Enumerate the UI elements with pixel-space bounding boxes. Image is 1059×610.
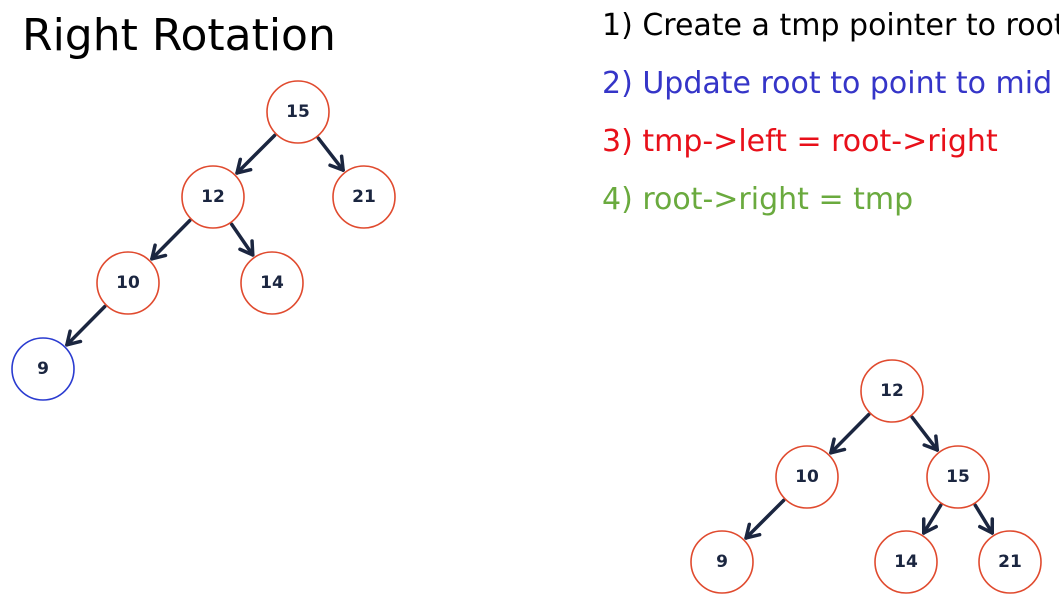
step-1-text: 1) Create a tmp pointer to root — [602, 8, 1059, 43]
node-circle — [266, 80, 330, 144]
arrowhead — [829, 437, 847, 455]
tree-node-a15: 15 — [926, 445, 990, 509]
node-label: 9 — [716, 552, 728, 572]
node-label: 15 — [946, 467, 970, 487]
nodes-layer: 15 12 21 10 14 9 12 10 15 9 14 21 — [11, 80, 1042, 594]
node-label: 14 — [894, 552, 918, 572]
node-label: 14 — [260, 273, 284, 293]
edge-b12-b14 — [229, 222, 255, 257]
node-label: 10 — [116, 273, 140, 293]
tree-node-b21: 21 — [332, 165, 396, 229]
node-circle — [96, 251, 160, 315]
edge-b15-b12 — [235, 133, 277, 175]
edge-line — [829, 412, 871, 455]
node-label: 12 — [880, 381, 904, 401]
edge-line — [921, 503, 943, 535]
arrowhead — [65, 329, 83, 347]
node-circle — [181, 165, 245, 229]
arrowhead — [238, 239, 255, 257]
node-circle — [240, 251, 304, 315]
node-circle — [978, 530, 1042, 594]
node-label: 21 — [998, 552, 1022, 572]
node-circle — [775, 445, 839, 509]
node-circle — [874, 530, 938, 594]
edge-line — [744, 498, 786, 540]
tree-node-a21: 21 — [978, 530, 1042, 594]
tree-node-a10: 10 — [775, 445, 839, 509]
node-circle — [11, 337, 75, 401]
node-label: 12 — [201, 187, 225, 207]
node-circle — [332, 165, 396, 229]
node-circle — [860, 359, 924, 423]
arrowhead — [922, 434, 940, 452]
tree-node-b10: 10 — [96, 251, 160, 315]
tree-node-a14: 14 — [874, 530, 938, 594]
tree-node-b9: 9 — [11, 337, 75, 401]
step-4-text: 4) root->right = tmp — [602, 182, 914, 217]
edge-a12-a10 — [829, 412, 871, 455]
arrowhead — [744, 522, 762, 540]
tree-node-b14: 14 — [240, 251, 304, 315]
arrowhead — [328, 154, 345, 172]
edge-line — [150, 218, 192, 261]
edge-line — [910, 415, 940, 452]
edge-a10-a9 — [744, 498, 786, 540]
node-label: 15 — [286, 102, 310, 122]
edge-line — [65, 304, 107, 347]
edges-layer — [65, 133, 995, 540]
node-circle — [926, 445, 990, 509]
edge-b10-b9 — [65, 304, 107, 347]
node-label: 10 — [795, 467, 819, 487]
edge-line — [973, 503, 995, 535]
tree-node-a9: 9 — [690, 530, 754, 594]
edge-line — [316, 136, 345, 172]
tree-node-a12: 12 — [860, 359, 924, 423]
node-circle — [690, 530, 754, 594]
edge-a15-a14 — [921, 503, 943, 535]
edge-a12-a15 — [910, 415, 940, 452]
arrowhead — [978, 517, 995, 535]
arrowhead — [235, 157, 253, 175]
node-label: 9 — [37, 359, 49, 379]
step-list: 1) Create a tmp pointer to root 2) Updat… — [602, 6, 1059, 238]
slide-title: Right Rotation — [22, 10, 336, 61]
edge-line — [235, 133, 277, 175]
step-2-text: 2) Update root to point to mid — [602, 66, 1053, 101]
edge-a15-a21 — [973, 503, 995, 535]
arrowhead — [150, 243, 168, 261]
node-label: 21 — [352, 187, 376, 207]
edge-line — [229, 222, 255, 257]
tree-node-b12: 12 — [181, 165, 245, 229]
edge-b12-b10 — [150, 218, 192, 261]
tree-node-b15: 15 — [266, 80, 330, 144]
arrowhead — [921, 517, 938, 535]
edge-b15-b21 — [316, 136, 345, 172]
step-3-text: 3) tmp->left = root->right — [602, 124, 998, 159]
